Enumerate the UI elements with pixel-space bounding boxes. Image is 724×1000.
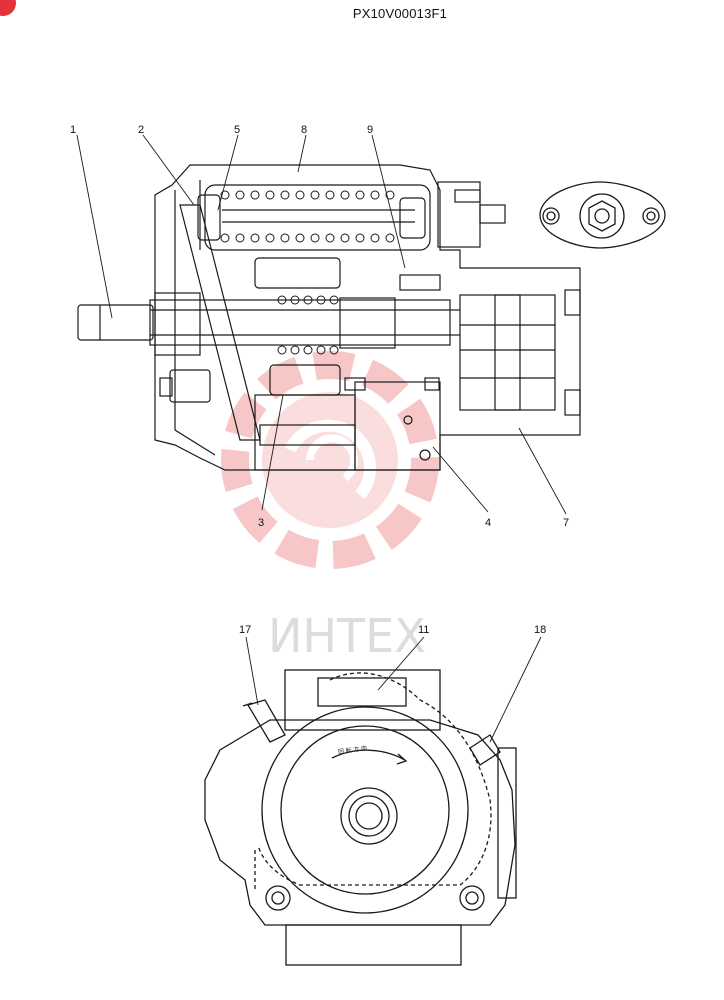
rotation-marking: 回 転 方 向: [338, 744, 368, 756]
flange-end-view: [539, 181, 666, 249]
watermark-text: ИНТЕХ: [268, 609, 426, 663]
lower-callouts: [245, 636, 542, 743]
callout-4: 4: [485, 517, 491, 529]
callout-9: 9: [367, 124, 373, 136]
upper-section-view: [77, 164, 581, 471]
document-code: PX10V00013F1: [352, 6, 448, 21]
upper-callouts: [76, 134, 567, 515]
callout-18: 18: [534, 624, 546, 636]
callout-11: 11: [418, 624, 429, 636]
callout-17: 17: [239, 624, 251, 636]
callout-5: 5: [234, 124, 240, 136]
callout-1: 1: [70, 124, 76, 136]
callout-2: 2: [138, 124, 144, 136]
lower-front-view: [204, 669, 517, 966]
callout-3: 3: [258, 517, 264, 529]
corner-mark: [0, 0, 16, 16]
callout-8: 8: [301, 124, 307, 136]
callout-7: 7: [563, 517, 569, 529]
